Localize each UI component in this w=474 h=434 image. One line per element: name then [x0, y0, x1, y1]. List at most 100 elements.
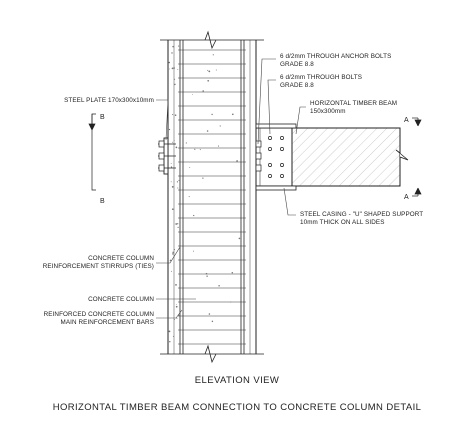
aggregate-dot: [194, 148, 196, 150]
aggregate-dot: [212, 54, 214, 56]
break-line-bottom: [160, 344, 264, 364]
aggregate-dot: [238, 237, 241, 240]
aggregate-dot: [178, 45, 180, 47]
aggregate-dot: [208, 313, 211, 315]
timber-beam-size-label: 150x300mm: [310, 108, 346, 115]
aggregate-dot: [205, 272, 208, 275]
leader-lines: [156, 58, 306, 319]
aggregate-dot: [173, 139, 175, 141]
aggregate-dot: [171, 52, 173, 54]
aggregate-dot: [211, 113, 213, 116]
aggregate-dot: [175, 284, 177, 286]
section-label-a-top: A: [404, 117, 409, 124]
aggregate-dot: [218, 285, 220, 287]
aggregate-dot: [168, 128, 171, 131]
aggregate-dot: [177, 226, 179, 228]
anchor-bolts-grade-label: GRADE 8.8: [280, 61, 314, 68]
aggregate-dot: [174, 78, 176, 80]
aggregate-dot: [173, 67, 175, 69]
stirrups-label: CONCRETE COLUMN: [88, 255, 154, 262]
aggregate-dot: [175, 146, 178, 149]
aggregate-dot: [207, 79, 210, 82]
aggregate-dot: [175, 303, 177, 305]
aggregate-dot: [185, 142, 187, 144]
aggregate-dot: [171, 67, 174, 70]
aggregate-dot: [171, 186, 174, 188]
steel-casing-label: STEEL CASING - "U" SHAPED SUPPORT: [300, 211, 423, 218]
aggregate-dot: [189, 166, 191, 168]
aggregate-dot: [206, 130, 209, 132]
aggregate-dot: [208, 70, 211, 73]
steel-plate: [158, 137, 176, 175]
column-stirrups: [178, 49, 246, 345]
aggregate-dot: [207, 69, 209, 71]
aggregate-dot: [170, 181, 172, 183]
aggregate-dot: [219, 125, 221, 127]
aggregate-dot: [231, 271, 234, 274]
aggregate-dot: [169, 341, 171, 343]
aggregate-dot: [193, 214, 195, 217]
aggregate-dot: [236, 160, 238, 162]
anchor-bolts: [255, 140, 262, 172]
timber-beam-label: HORIZONTAL TIMBER BEAM: [310, 100, 397, 107]
aggregate-dot: [202, 177, 204, 179]
aggregate-dot: [176, 181, 179, 183]
aggregate-dot: [172, 335, 174, 337]
aggregate-dot: [211, 320, 214, 323]
view-title: ELEVATION VIEW: [195, 375, 279, 386]
aggregate-dot: [170, 270, 172, 272]
aggregate-dot: [230, 301, 232, 303]
aggregate-dot: [175, 305, 178, 308]
through-bolts: [268, 136, 284, 178]
aggregate-dot: [193, 250, 194, 252]
stirrups-ties-label: REINFORCEMENT STIRRUPS (TIES): [43, 263, 154, 270]
aggregate-dot: [177, 187, 179, 189]
break-line-top: [160, 30, 264, 50]
section-marker-b: [88, 113, 96, 191]
section-label-b-bottom: B: [100, 198, 105, 205]
aggregate-dot: [176, 317, 178, 319]
aggregate-dot: [172, 251, 174, 254]
aggregate-dot: [177, 68, 179, 70]
anchor-bolts-label: 6 d/2mm THROUGH ANCHOR BOLTS: [280, 53, 391, 60]
aggregate-dot: [170, 166, 173, 168]
drawing-title: HORIZONTAL TIMBER BEAM CONNECTION TO CON…: [53, 402, 422, 413]
through-bolts-grade-label: GRADE 8.8: [280, 82, 314, 89]
aggregate-dot: [175, 223, 178, 225]
aggregate-dot: [171, 208, 174, 211]
steel-casing-thickness-label: 10mm THICK ON ALL SIDES: [300, 219, 385, 226]
aggregate-dot: [217, 145, 220, 147]
aggregate-dot: [178, 179, 180, 181]
aggregate-dot: [172, 253, 174, 255]
steel-casing: [255, 123, 297, 191]
aggregate-dot: [174, 319, 175, 320]
aggregate-dot: [172, 113, 174, 116]
aggregate-dot: [172, 141, 173, 143]
aggregate-dot: [206, 275, 208, 277]
aggregate-dot: [172, 45, 174, 48]
aggregate-dot: [168, 68, 170, 70]
aggregate-dot: [199, 149, 201, 151]
section-label-b-top: B: [100, 114, 105, 121]
aggregate-dot: [169, 259, 172, 262]
aggregate-dot: [188, 196, 190, 198]
aggregate-dot: [174, 83, 176, 86]
aggregate-dot: [173, 249, 176, 251]
aggregate-dot: [215, 69, 217, 71]
aggregate-dot: [168, 330, 171, 333]
main-bars-label: REINFORCED CONCRETE COLUMN: [44, 311, 155, 318]
main-reinforcement-bars: [179, 40, 245, 354]
concrete-aggregate: [168, 45, 241, 343]
aggregate-dot: [202, 90, 204, 92]
section-marker-a: [412, 117, 422, 197]
concrete-column-label: CONCRETE COLUMN: [88, 296, 154, 303]
through-bolts-label: 6 d/2mm THROUGH BOLTS: [280, 74, 362, 81]
aggregate-dot: [231, 113, 234, 116]
main-bars-description-label: MAIN REINFORCEMENT BARS: [61, 319, 155, 326]
aggregate-dot: [170, 162, 172, 164]
aggregate-dot: [177, 223, 179, 225]
timber-beam: [291, 127, 409, 187]
aggregate-dot: [174, 114, 177, 116]
steel-plate-label: STEEL PLATE 170x300x10mm: [64, 97, 154, 104]
